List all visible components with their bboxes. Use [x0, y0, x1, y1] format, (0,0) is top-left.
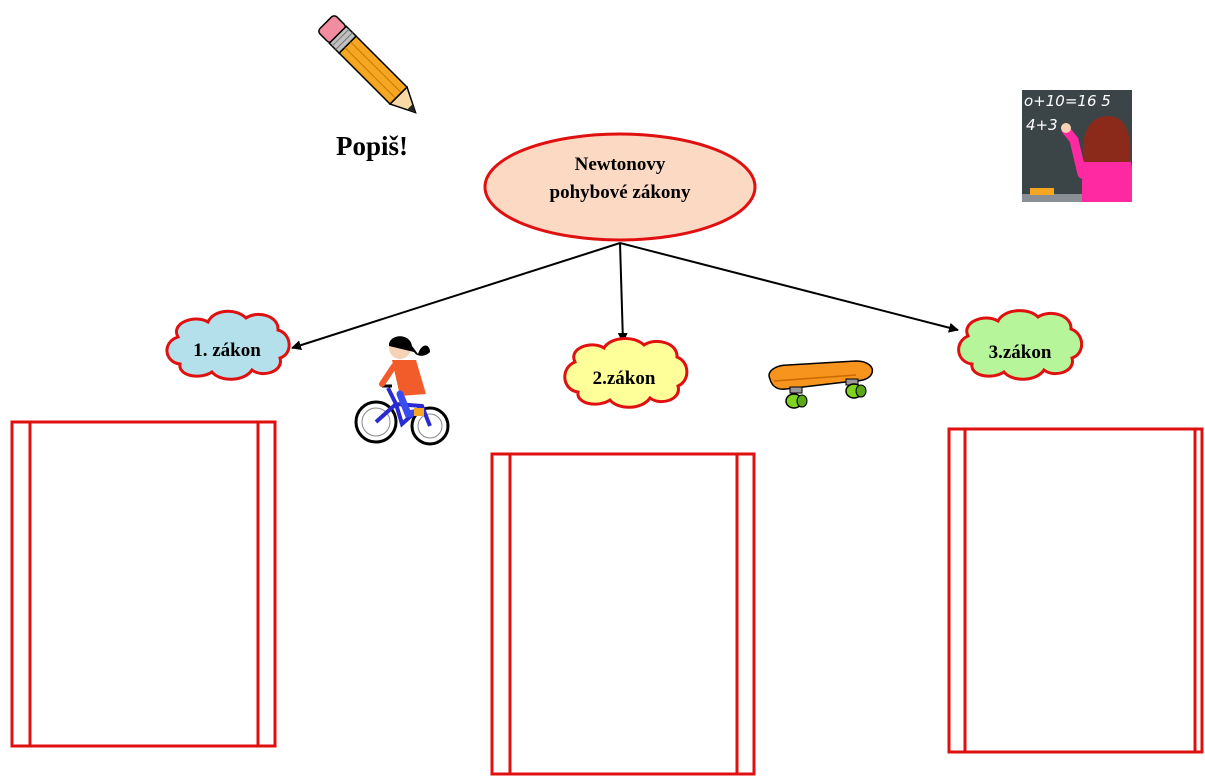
central-topic-line2: pohybové zákony: [550, 182, 691, 203]
answer-box-2[interactable]: [490, 452, 756, 776]
teacher-chalkboard-icon: o+10=16 5 4+3: [1022, 90, 1132, 202]
pencil-icon: [318, 15, 417, 114]
arrow-to-law-1: [291, 242, 621, 351]
answer-box-1[interactable]: [10, 420, 277, 748]
arrow-to-law-3: [619, 242, 959, 333]
instruction-text: Popiš!: [336, 131, 408, 161]
law-3-cloud[interactable]: 3.zákon: [957, 309, 1084, 381]
law-2-label: 2.zákon: [593, 368, 656, 389]
law-3-label: 3.zákon: [989, 342, 1052, 363]
central-topic[interactable]: Newtonovy pohybové zákony: [483, 132, 757, 242]
chalkboard-line2: 4+3: [1026, 116, 1058, 134]
central-topic-line1: Newtonovy: [575, 154, 666, 175]
arrow-to-law-2: [617, 242, 628, 343]
connector-arrows: [291, 242, 959, 351]
skateboard-icon: [768, 360, 874, 409]
chalkboard-line1: o+10=16 5: [1024, 92, 1111, 110]
law-1-label: 1. zákon: [193, 340, 261, 361]
answer-box-3[interactable]: [947, 427, 1204, 754]
law-2-cloud[interactable]: 2.zákon: [563, 337, 689, 409]
law-1-cloud[interactable]: 1. zákon: [165, 309, 291, 381]
girl-bicycle-icon: [354, 336, 450, 446]
